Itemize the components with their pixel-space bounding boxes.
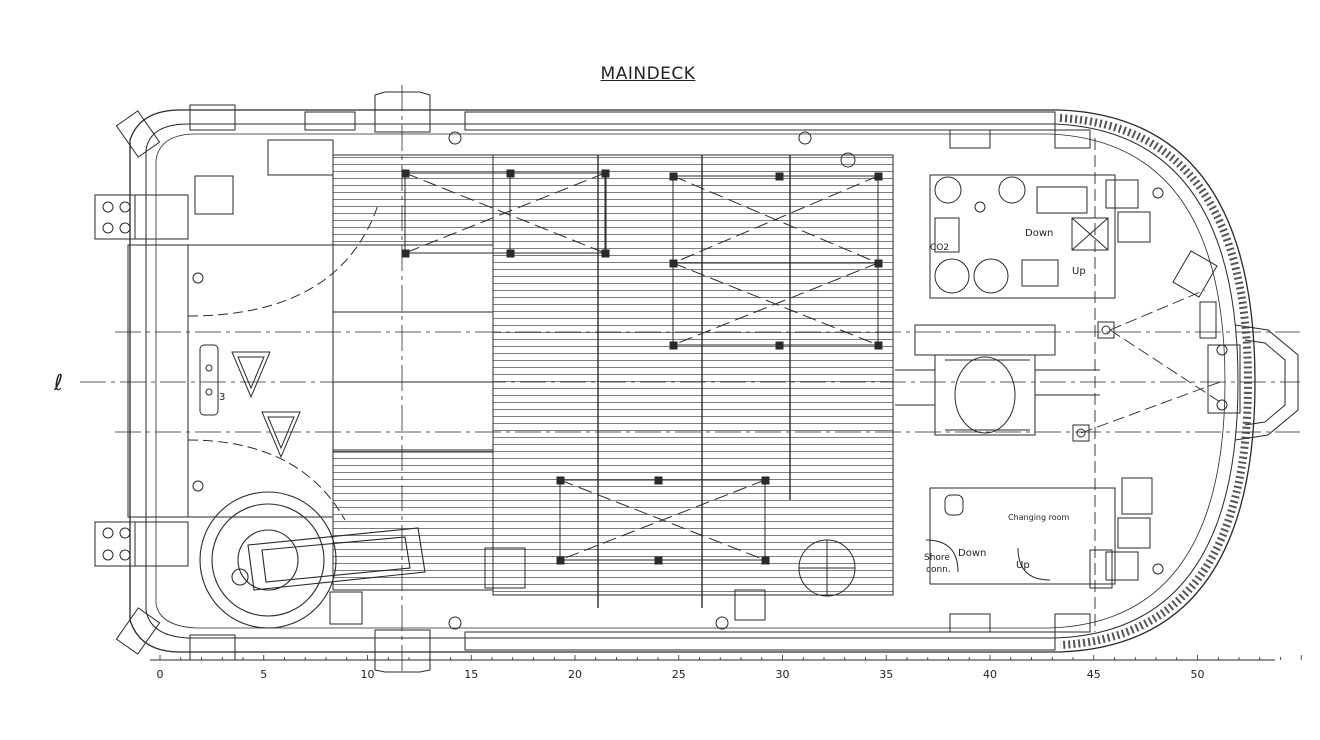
bow-push-knee (1199, 301, 1299, 441)
scale-ticks: 0 5 10 15 20 25 30 35 40 45 50 (157, 655, 1302, 681)
aft-number-label: 3 (219, 392, 225, 403)
scale-tick-label: 35 (879, 668, 893, 681)
centerline (80, 85, 1300, 675)
co2-label: CO2 (930, 243, 949, 253)
shore-conn-label-1: Shore (924, 553, 950, 563)
deck-crane (199, 491, 426, 629)
stern-deck (127, 204, 379, 521)
drawing-title: MAINDECK (600, 64, 696, 84)
changing-room-label: Changing room (1008, 513, 1070, 522)
scale-tick-label: 45 (1087, 668, 1101, 681)
scale-tick-label: 10 (361, 668, 375, 681)
scale-tick-label: 40 (983, 668, 997, 681)
cargo-deck (332, 154, 894, 608)
superstructure (925, 174, 1151, 589)
bow-arcs (1080, 138, 1221, 632)
scale-tick-label: 25 (672, 668, 686, 681)
scale-tick-label: 15 (464, 668, 478, 681)
down-lower-label: Down (958, 548, 986, 559)
towing-winch (895, 321, 1115, 442)
scale-tick-label: 0 (157, 668, 164, 681)
up-upper-label: Up (1072, 266, 1086, 277)
scale-tick-label: 30 (776, 668, 790, 681)
scale-tick-label: 50 (1191, 668, 1205, 681)
scale-tick-label: 5 (260, 668, 267, 681)
down-upper-label: Down (1025, 228, 1053, 239)
bulwark-fittings (189, 91, 1091, 673)
scale-tick-label: 20 (568, 668, 582, 681)
container-frames (401, 169, 883, 565)
capstans (1105, 179, 1218, 581)
centerline-symbol: ℓ (53, 371, 63, 396)
shore-conn-label-2: conn. (926, 565, 951, 575)
up-lower-label: Up (1016, 560, 1030, 571)
stern-rollers (94, 110, 189, 655)
